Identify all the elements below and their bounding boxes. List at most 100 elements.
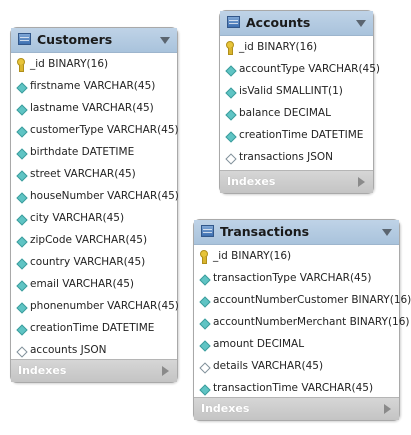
- column-diamond-icon: [16, 170, 28, 182]
- collapse-arrow-icon[interactable]: [356, 20, 366, 27]
- column-diamond-icon: [225, 131, 237, 143]
- nullable-diamond-icon: [199, 362, 211, 374]
- column-row[interactable]: lastname VARCHAR(45): [11, 98, 177, 120]
- nullable-diamond-icon: [225, 153, 237, 165]
- column-label: balance DECIMAL: [239, 107, 331, 119]
- table-icon: [201, 225, 214, 237]
- collapse-arrow-icon[interactable]: [160, 37, 170, 44]
- customers-table-header[interactable]: Customers: [11, 28, 177, 53]
- column-label: _id BINARY(16): [30, 58, 109, 70]
- primary-key-icon: [16, 58, 25, 72]
- column-diamond-icon: [16, 214, 28, 226]
- primary-key-icon: [225, 41, 234, 55]
- column-row[interactable]: email VARCHAR(45): [11, 274, 177, 296]
- accounts-table[interactable]: Accounts _id BINARY(16) accountType VARC…: [219, 10, 380, 194]
- indexes-label: Indexes: [201, 402, 250, 415]
- column-label: phonenumber VARCHAR(45): [30, 300, 179, 312]
- column-row[interactable]: zipCode VARCHAR(45): [11, 230, 177, 252]
- column-label: firstname VARCHAR(45): [30, 80, 156, 92]
- column-label: zipCode VARCHAR(45): [30, 234, 148, 246]
- column-label: country VARCHAR(45): [30, 256, 146, 268]
- column-label: details VARCHAR(45): [213, 360, 324, 372]
- column-label: creationTime DATETIME: [30, 322, 155, 334]
- indexes-bar[interactable]: Indexes: [220, 170, 373, 193]
- column-row[interactable]: transactions JSON: [220, 147, 373, 169]
- transactions-table-header[interactable]: Transactions: [194, 220, 399, 245]
- column-label: isValid SMALLINT(1): [239, 85, 343, 97]
- column-row[interactable]: details VARCHAR(45): [194, 356, 399, 378]
- column-label: creationTime DATETIME: [239, 129, 364, 141]
- column-row[interactable]: accounts JSON: [11, 340, 177, 362]
- column-diamond-icon: [199, 274, 211, 286]
- expand-arrow-icon[interactable]: [384, 404, 391, 414]
- column-row[interactable]: accountNumberCustomer BINARY(16): [194, 290, 411, 312]
- indexes-bar[interactable]: Indexes: [11, 359, 177, 382]
- primary-key-icon: [199, 250, 208, 264]
- column-diamond-icon: [16, 192, 28, 204]
- column-diamond-icon: [199, 296, 211, 308]
- column-diamond-icon: [225, 65, 237, 77]
- table-title: Transactions: [220, 224, 310, 239]
- table-icon: [18, 33, 31, 45]
- column-label: accountNumberCustomer BINARY(16): [213, 294, 411, 306]
- column-label: customerType VARCHAR(45): [30, 124, 179, 136]
- column-row[interactable]: transactionType VARCHAR(45): [194, 268, 399, 290]
- column-row[interactable]: country VARCHAR(45): [11, 252, 177, 274]
- column-label: birthdate DATETIME: [30, 146, 135, 158]
- column-row[interactable]: phonenumber VARCHAR(45): [11, 296, 179, 318]
- column-label: houseNumber VARCHAR(45): [30, 190, 179, 202]
- customers-table[interactable]: Customers _id BINARY(16) firstname VARCH…: [10, 27, 179, 383]
- column-label: accountNumberMerchant BINARY(16): [213, 316, 410, 328]
- column-list: _id BINARY(16) accountType VARCHAR(45) i…: [220, 36, 380, 169]
- column-row[interactable]: transactionTime VARCHAR(45): [194, 378, 399, 400]
- column-list: _id BINARY(16) firstname VARCHAR(45) las…: [11, 53, 179, 362]
- expand-arrow-icon[interactable]: [162, 366, 169, 376]
- column-row[interactable]: isValid SMALLINT(1): [220, 81, 373, 103]
- indexes-bar[interactable]: Indexes: [194, 397, 399, 420]
- column-label: transactionTime VARCHAR(45): [213, 382, 374, 394]
- indexes-label: Indexes: [18, 364, 67, 377]
- column-diamond-icon: [199, 384, 211, 396]
- column-diamond-icon: [225, 109, 237, 121]
- column-label: lastname VARCHAR(45): [30, 102, 154, 114]
- column-diamond-icon: [16, 104, 28, 116]
- expand-arrow-icon[interactable]: [358, 177, 365, 187]
- column-row[interactable]: amount DECIMAL: [194, 334, 399, 356]
- column-row[interactable]: customerType VARCHAR(45): [11, 120, 179, 142]
- column-row[interactable]: accountType VARCHAR(45): [220, 59, 380, 81]
- column-row[interactable]: _id BINARY(16): [194, 246, 399, 268]
- column-diamond-icon: [16, 324, 28, 336]
- column-row[interactable]: balance DECIMAL: [220, 103, 373, 125]
- column-row[interactable]: accountNumberMerchant BINARY(16): [194, 312, 410, 334]
- column-row[interactable]: creationTime DATETIME: [11, 318, 177, 340]
- column-label: _id BINARY(16): [239, 41, 318, 53]
- column-diamond-icon: [16, 82, 28, 94]
- column-row[interactable]: firstname VARCHAR(45): [11, 76, 177, 98]
- column-diamond-icon: [16, 302, 28, 314]
- column-label: accounts JSON: [30, 344, 107, 356]
- table-title: Accounts: [246, 15, 311, 30]
- column-label: city VARCHAR(45): [30, 212, 125, 224]
- indexes-label: Indexes: [227, 175, 276, 188]
- column-list: _id BINARY(16) transactionType VARCHAR(4…: [194, 245, 411, 400]
- column-row[interactable]: city VARCHAR(45): [11, 208, 177, 230]
- column-row[interactable]: creationTime DATETIME: [220, 125, 373, 147]
- column-diamond-icon: [16, 148, 28, 160]
- column-diamond-icon: [199, 340, 211, 352]
- column-diamond-icon: [16, 126, 28, 138]
- column-row[interactable]: _id BINARY(16): [11, 54, 177, 76]
- collapse-arrow-icon[interactable]: [382, 229, 392, 236]
- column-diamond-icon: [225, 87, 237, 99]
- column-diamond-icon: [199, 318, 211, 330]
- column-row[interactable]: street VARCHAR(45): [11, 164, 177, 186]
- column-label: accountType VARCHAR(45): [239, 63, 381, 75]
- column-label: _id BINARY(16): [213, 250, 292, 262]
- column-row[interactable]: houseNumber VARCHAR(45): [11, 186, 179, 208]
- column-label: email VARCHAR(45): [30, 278, 135, 290]
- column-row[interactable]: _id BINARY(16): [220, 37, 373, 59]
- accounts-table-header[interactable]: Accounts: [220, 11, 373, 36]
- transactions-table[interactable]: Transactions _id BINARY(16) transactionT…: [193, 219, 411, 421]
- table-title: Customers: [37, 32, 113, 47]
- column-label: amount DECIMAL: [213, 338, 305, 350]
- column-row[interactable]: birthdate DATETIME: [11, 142, 177, 164]
